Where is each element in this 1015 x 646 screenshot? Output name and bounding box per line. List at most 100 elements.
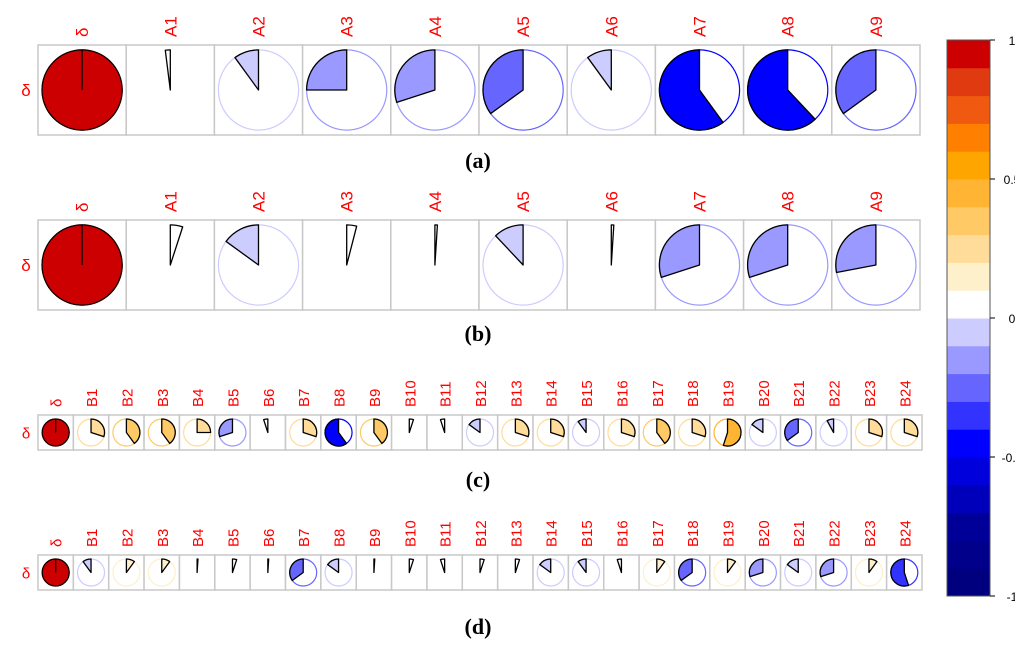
column-label: B10 — [402, 520, 419, 547]
caption-d: (d) — [464, 614, 492, 639]
colorbar-bin — [947, 484, 990, 514]
pie-slice — [218, 418, 234, 438]
pie-slice — [161, 418, 176, 445]
column-label: B22 — [827, 520, 844, 547]
column-label: B15 — [579, 380, 596, 407]
column-label: A9 — [867, 16, 886, 37]
colorbar: 10.50-0.5-1 — [946, 34, 1015, 604]
pie-slice — [656, 558, 666, 574]
pie-slice — [835, 224, 877, 274]
column-label: B17 — [650, 520, 667, 547]
column-label: A4 — [426, 16, 445, 37]
colorbar-bin — [947, 95, 990, 124]
column-label: B5 — [225, 529, 242, 547]
pie-slice — [868, 558, 878, 574]
column-label: δ — [73, 28, 92, 37]
pie-slice — [434, 224, 439, 266]
pie-slice — [408, 558, 415, 574]
pie-slice — [196, 418, 212, 434]
pie-slice — [234, 49, 260, 91]
pie-slice — [267, 558, 270, 574]
caption-a: (a) — [465, 148, 491, 173]
pie-slice — [577, 418, 587, 434]
pie-slice — [373, 558, 376, 574]
pie-slice — [747, 224, 789, 279]
pie-slice — [225, 224, 260, 266]
colorbar-bin — [947, 206, 990, 236]
pie-slice — [786, 558, 799, 574]
column-label: B17 — [650, 380, 667, 407]
colorbar-tick-label: -0.5 — [1002, 451, 1015, 465]
column-label: B4 — [190, 389, 207, 407]
pie-slice — [82, 558, 92, 574]
column-label: A8 — [779, 191, 798, 212]
column-label: B23 — [862, 520, 879, 547]
pie-slice — [658, 49, 724, 131]
colorbar-tick-label: 0 — [1009, 312, 1015, 326]
pie-slice — [196, 558, 199, 574]
colorbar-bin — [947, 123, 990, 152]
pie-slice — [326, 558, 340, 574]
row-label: δ — [22, 566, 30, 583]
column-label: B6 — [261, 529, 278, 547]
pie-slice — [751, 418, 764, 434]
row-label: δ — [22, 426, 30, 443]
pie-slice — [514, 558, 521, 574]
pie-slice — [550, 418, 565, 438]
colorbar-bin — [947, 318, 990, 347]
pie-slice — [263, 418, 269, 434]
column-label: B24 — [897, 380, 914, 407]
column-label: A7 — [691, 16, 710, 37]
row-label: δ — [21, 81, 30, 100]
colorbar-tick-label: 1 — [1009, 34, 1015, 48]
colorbar-bin — [947, 373, 990, 402]
pie-slice — [408, 418, 415, 434]
colorbar-bin — [947, 179, 990, 208]
colorbar-tick-label: -1 — [1007, 590, 1015, 604]
colorbar-bin — [947, 40, 990, 69]
pie-slice — [658, 224, 701, 279]
pie-slice — [691, 418, 707, 438]
pie-slice — [289, 558, 304, 582]
pie-slice — [161, 558, 171, 574]
pie-slice — [890, 558, 910, 587]
column-label: B24 — [897, 520, 914, 547]
column-label: B15 — [579, 520, 596, 547]
column-label: A5 — [514, 191, 533, 212]
pie-slice — [305, 49, 348, 91]
column-label: B21 — [791, 520, 808, 547]
column-label: B8 — [332, 389, 349, 407]
column-label: B14 — [544, 380, 561, 407]
column-label: A7 — [691, 191, 710, 212]
column-label: B5 — [225, 389, 242, 407]
column-label: B11 — [438, 521, 455, 547]
column-label: B11 — [438, 381, 455, 407]
pie-slice — [746, 49, 816, 131]
colorbar-bin — [947, 512, 990, 541]
colorbar-bin — [947, 540, 990, 569]
pie-slice — [479, 558, 485, 574]
column-label: B10 — [402, 380, 419, 407]
column-label: B12 — [473, 380, 490, 407]
colorbar-bin — [947, 345, 990, 375]
column-label: A1 — [161, 16, 180, 37]
column-label: A1 — [161, 191, 180, 212]
column-label: B9 — [367, 529, 384, 547]
column-label: A9 — [867, 191, 886, 212]
pie-slice — [468, 418, 481, 434]
column-label: B16 — [614, 380, 631, 407]
column-label: B19 — [721, 380, 738, 407]
column-label: B1 — [84, 389, 101, 407]
colorbar-bin — [947, 262, 990, 291]
column-label: A5 — [514, 16, 533, 37]
column-label: B3 — [155, 529, 172, 547]
column-label: B2 — [119, 389, 136, 407]
column-label: B22 — [827, 380, 844, 407]
caption-c: (c) — [465, 467, 491, 492]
pie-slice — [394, 49, 436, 104]
column-label: A2 — [250, 191, 269, 212]
column-label: A3 — [338, 16, 357, 37]
pie-slice — [748, 558, 764, 578]
